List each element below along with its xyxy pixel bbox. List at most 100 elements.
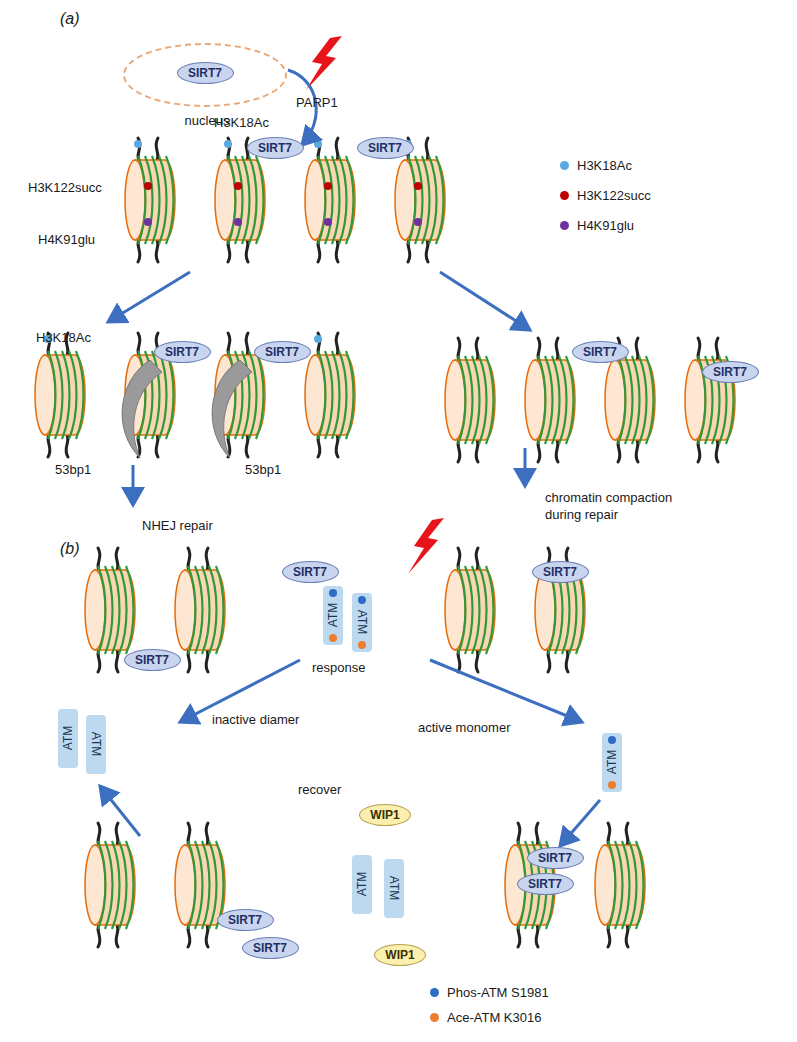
histone-tail bbox=[626, 923, 628, 947]
annotation-label: response bbox=[312, 660, 365, 675]
atm-protein: ATM bbox=[352, 855, 372, 914]
dna-wrap bbox=[632, 356, 640, 444]
histone-tail bbox=[556, 438, 558, 462]
dna-wrap bbox=[188, 566, 196, 654]
dna-wrap bbox=[98, 566, 106, 654]
dna-wrap bbox=[486, 566, 494, 654]
dna-wrap bbox=[472, 356, 480, 444]
protein-name: WIP1 bbox=[370, 808, 399, 822]
histone-tail bbox=[116, 548, 118, 572]
dna-wrap bbox=[408, 156, 416, 244]
protein-name: ATM bbox=[605, 750, 619, 774]
succinyl-mark bbox=[324, 182, 332, 190]
sirt7-protein: SIRT7 bbox=[177, 62, 234, 84]
dna-wrap bbox=[615, 841, 623, 929]
dna-wrap bbox=[119, 841, 127, 929]
dna-wrap bbox=[119, 566, 127, 654]
legend-text: H3K122succ bbox=[577, 188, 651, 203]
histone-tail bbox=[206, 823, 208, 847]
dna-wrap bbox=[465, 356, 473, 444]
nucleosome bbox=[35, 333, 85, 457]
dna-wrap bbox=[256, 156, 264, 244]
histone-tail bbox=[566, 648, 568, 672]
dna-wrap bbox=[202, 566, 210, 654]
flow-arrow bbox=[132, 465, 135, 505]
legend-swatch bbox=[430, 988, 439, 997]
protein-name: SIRT7 bbox=[188, 66, 222, 80]
dna-wrap bbox=[646, 356, 654, 444]
dna-wrap bbox=[625, 356, 633, 444]
dna-wrap bbox=[622, 841, 630, 929]
flow-arrow bbox=[560, 800, 600, 846]
dna-wrap bbox=[436, 156, 444, 244]
histone-tail bbox=[716, 338, 718, 362]
damage-bolt bbox=[408, 518, 444, 574]
phospho-dot bbox=[329, 589, 337, 597]
dna-wrap bbox=[325, 156, 333, 244]
dna-wrap bbox=[479, 356, 487, 444]
histone-tail bbox=[536, 823, 538, 847]
dna-wrap bbox=[159, 351, 167, 439]
histone-tail bbox=[426, 138, 428, 162]
legend-swatch bbox=[430, 1013, 439, 1022]
wip1-protein: WIP1 bbox=[374, 944, 426, 966]
dna-wrap bbox=[318, 156, 326, 244]
dna-wrap bbox=[188, 841, 196, 929]
atm-protein: ATM bbox=[323, 586, 343, 645]
histone-tail bbox=[156, 238, 158, 262]
protein-name: SIRT7 bbox=[253, 941, 287, 955]
acetyl-mark bbox=[224, 140, 232, 148]
glutaryl-mark bbox=[234, 218, 242, 226]
dna-wrap bbox=[209, 841, 217, 929]
dna-wrap bbox=[346, 351, 354, 439]
sirt7-protein: SIRT7 bbox=[572, 341, 629, 363]
dna-wrap bbox=[105, 566, 113, 654]
protein-name: WIP1 bbox=[385, 948, 414, 962]
histone-tail bbox=[536, 923, 538, 947]
histone-tail bbox=[66, 433, 68, 457]
histone-tail bbox=[476, 438, 478, 462]
atm-protein: ATM bbox=[86, 715, 106, 774]
nucleosome bbox=[305, 138, 355, 262]
histone-tail bbox=[116, 648, 118, 672]
protein-name: ATM bbox=[355, 610, 369, 634]
histone-tail bbox=[116, 923, 118, 947]
histone-tail bbox=[556, 338, 558, 362]
dna-wrap bbox=[249, 156, 257, 244]
histone-tail bbox=[716, 438, 718, 462]
histone-tail bbox=[636, 338, 638, 362]
sirt7-protein: SIRT7 bbox=[357, 137, 414, 159]
53bp1-protein bbox=[212, 360, 252, 458]
annotation-label: 53bp1 bbox=[55, 462, 91, 477]
histone-tail bbox=[336, 238, 338, 262]
histone-tail bbox=[336, 333, 338, 357]
nucleosome bbox=[305, 333, 355, 457]
legend-row: Phos-ATM S1981 bbox=[430, 985, 549, 1000]
atm-protein: ATM bbox=[352, 593, 372, 652]
flow-arrow bbox=[108, 272, 190, 322]
dna-wrap bbox=[332, 351, 340, 439]
dna-wrap bbox=[62, 351, 70, 439]
dna-wrap bbox=[166, 351, 174, 439]
sirt7-protein: SIRT7 bbox=[124, 649, 181, 671]
nucleosome bbox=[125, 138, 175, 262]
succinyl-mark bbox=[234, 182, 242, 190]
dna-wrap bbox=[256, 351, 264, 439]
protein-name: SIRT7 bbox=[368, 141, 402, 155]
dna-wrap bbox=[195, 566, 203, 654]
phospho-dot bbox=[358, 596, 366, 604]
sirt7-protein: SIRT7 bbox=[254, 341, 311, 363]
dna-wrap bbox=[105, 841, 113, 929]
panel-letter: (b) bbox=[60, 540, 80, 558]
dna-wrap bbox=[465, 566, 473, 654]
dna-wrap bbox=[159, 156, 167, 244]
histone-tail bbox=[626, 823, 628, 847]
sirt7-protein: SIRT7 bbox=[242, 937, 299, 959]
damage-bolt bbox=[306, 36, 342, 90]
dna-wrap bbox=[339, 351, 347, 439]
atm-protein: ATM bbox=[58, 709, 78, 768]
acetyl-dot bbox=[608, 781, 616, 789]
histone-tail bbox=[156, 138, 158, 162]
protein-name: ATM bbox=[387, 876, 401, 900]
nucleosome bbox=[445, 548, 495, 672]
